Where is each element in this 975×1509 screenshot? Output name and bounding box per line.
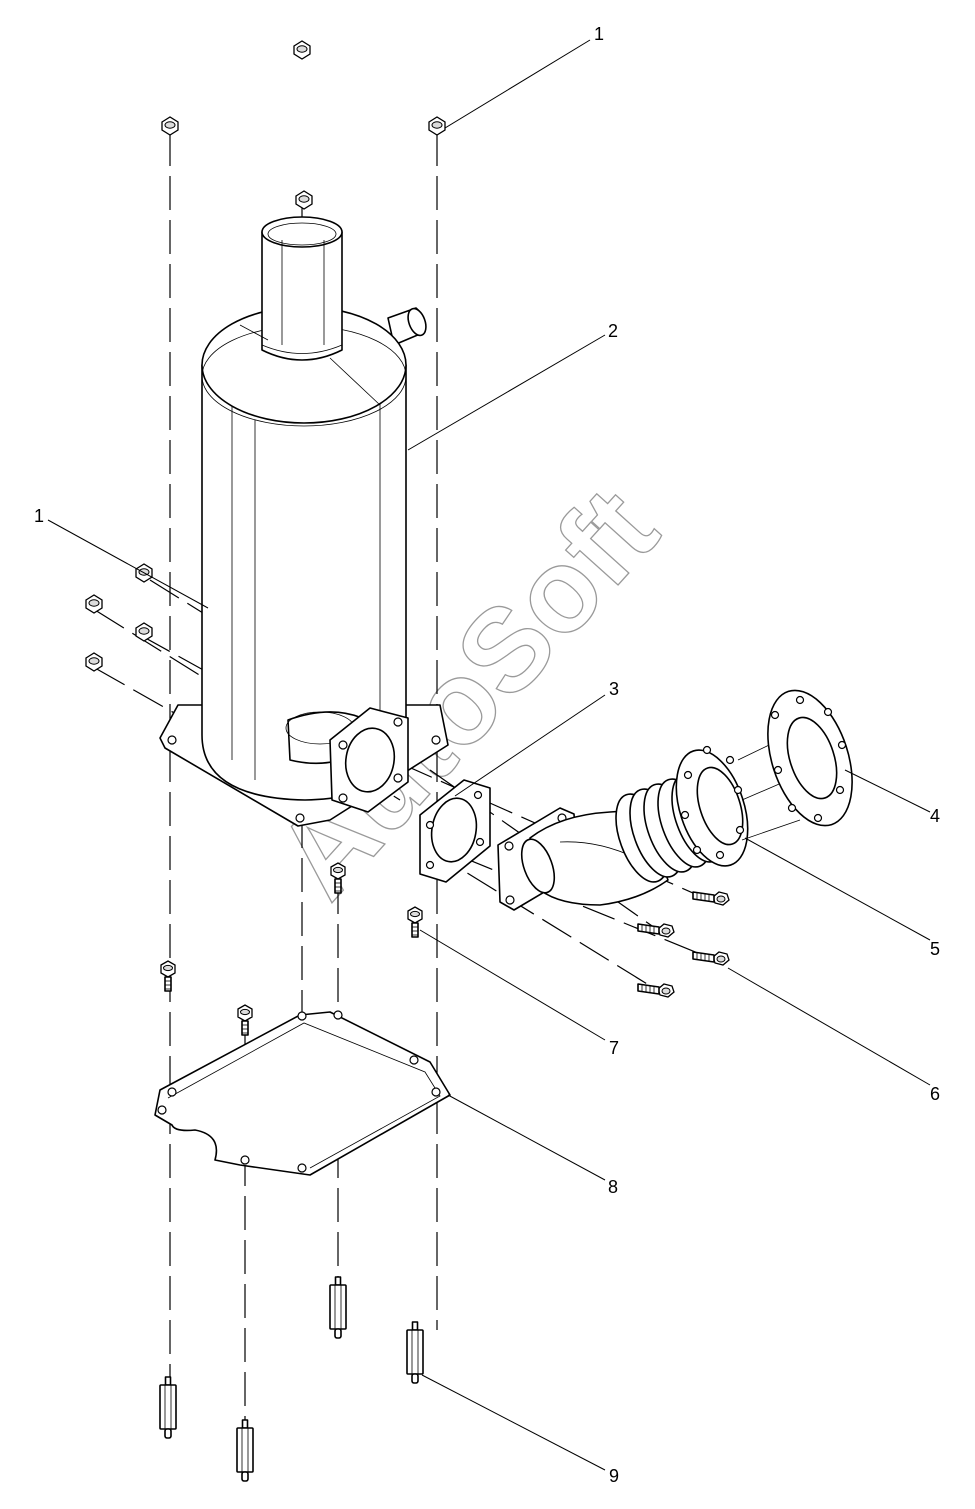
- callout-6: 6: [930, 1084, 940, 1104]
- elbow-pipe-icon: [497, 734, 801, 911]
- mounting-plate-icon: [154, 1010, 451, 1176]
- muffler-icon: [159, 216, 449, 827]
- hex-standoff-icon: [159, 1276, 424, 1482]
- callout-1-left: 1: [34, 506, 44, 526]
- callout-3: 3: [609, 679, 619, 699]
- inlet-flange: [329, 707, 409, 813]
- gasket-icon: [419, 779, 491, 883]
- callout-4: 4: [930, 806, 940, 826]
- callout-1-top: 1: [594, 24, 604, 44]
- round-gasket: [767, 689, 853, 827]
- callout-2: 2: [608, 321, 618, 341]
- flange-bolt-icon: [160, 862, 423, 1036]
- side-bolts: [637, 891, 730, 998]
- leader-lines: [47, 39, 931, 1471]
- callout-9: 9: [609, 1466, 619, 1486]
- callout-8: 8: [608, 1177, 618, 1197]
- callout-7: 7: [609, 1038, 619, 1058]
- callout-labels: 1 2 1 3 4 5 6 7 8 9: [34, 24, 940, 1486]
- callout-5: 5: [930, 939, 940, 959]
